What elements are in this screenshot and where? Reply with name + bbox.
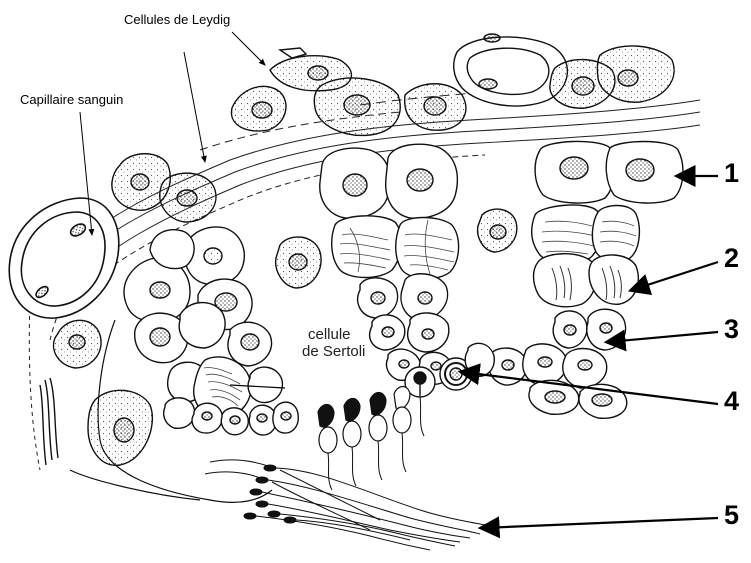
left-epithelium [124, 227, 298, 435]
spermatozoa-heads [318, 387, 411, 454]
number-label-2: 2 [724, 243, 739, 274]
sertoli-label-line2: de Sertoli [302, 344, 365, 360]
number-label-5: 5 [724, 500, 739, 531]
number-label-1: 1 [724, 158, 739, 189]
number-label-3: 3 [724, 314, 739, 345]
blood-capillary-label: Capillaire sanguin [20, 92, 123, 107]
blood-capillary [9, 198, 119, 318]
sperm-bundle [205, 460, 490, 550]
arrow-5 [482, 518, 718, 528]
leydig-cells-label: Cellules de Leydig [124, 12, 230, 27]
arrow-2 [632, 262, 718, 290]
leydig-cells [231, 34, 674, 135]
number-label-4: 4 [724, 386, 739, 417]
sertoli-label-line1: cellule [308, 327, 351, 343]
